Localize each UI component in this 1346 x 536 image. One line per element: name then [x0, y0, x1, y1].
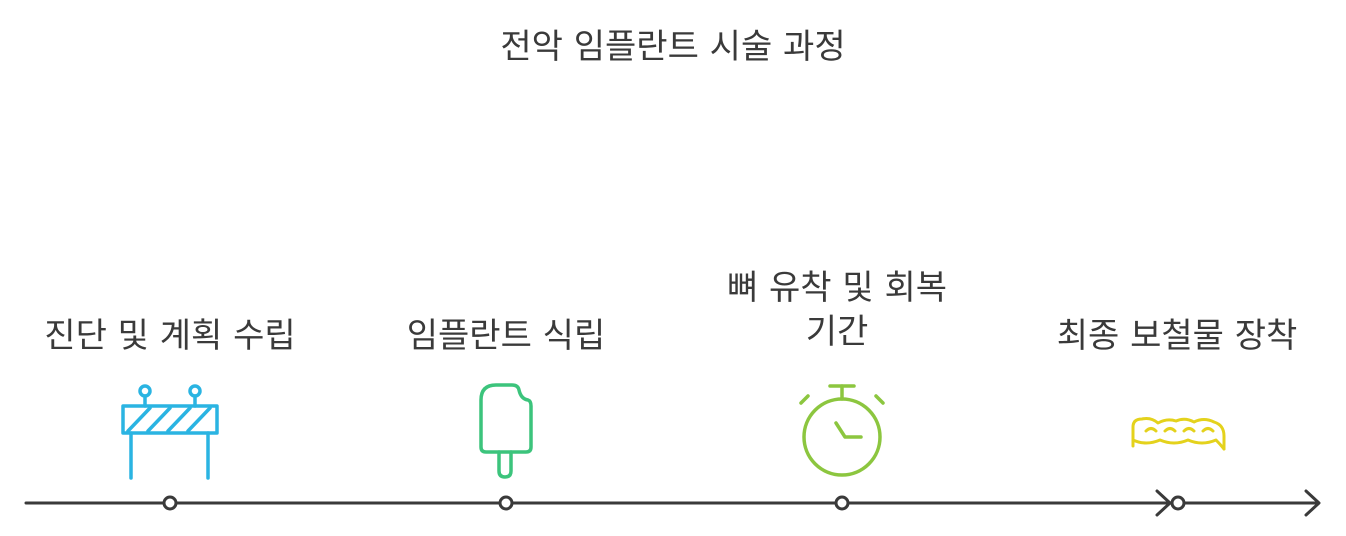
stage-label-diagnosis: 진단 및 계획 수립 [10, 314, 330, 358]
stage-label-final-prosthesis: 최종 보철물 장착 [1017, 314, 1337, 358]
stage-label-implant-placement: 임플란트 식립 [346, 314, 666, 358]
stage-label-line: 기간 [805, 312, 869, 352]
timeline-marker [162, 495, 178, 511]
stage-label-line: 뼈 유착 및 회복 [726, 268, 948, 308]
popsicle-icon [479, 383, 533, 479]
stage-label-line: 진단 및 계획 수립 [44, 316, 296, 356]
timeline-marker [1170, 495, 1186, 511]
stage-label-line: 최종 보철물 장착 [1056, 316, 1298, 356]
diagram-title: 전악 임플란트 시술 과정 [500, 27, 846, 67]
timeline-arrowhead-icon [1304, 489, 1321, 517]
stage-label-osseointegration: 뼈 유착 및 회복 기간 [677, 266, 997, 354]
bridge-icon [1131, 417, 1226, 451]
timeline-marker [498, 495, 514, 511]
stage-label-line: 임플란트 식립 [406, 316, 606, 356]
timeline-marker [834, 495, 850, 511]
barrier-icon [121, 384, 219, 480]
timeline-chevron-icon [1155, 489, 1172, 517]
stopwatch-icon [799, 384, 885, 477]
